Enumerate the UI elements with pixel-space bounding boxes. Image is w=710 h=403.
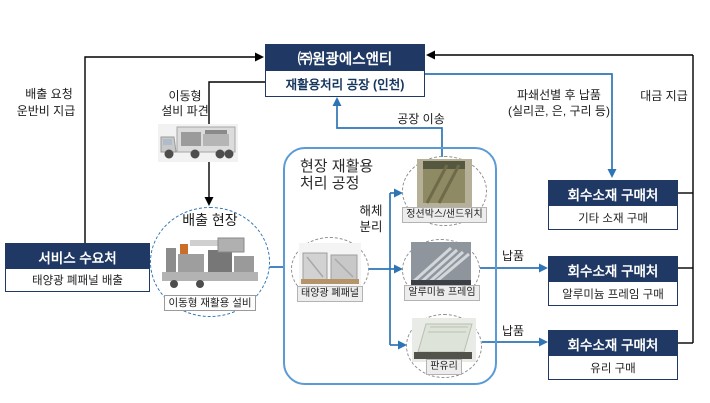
line-delivery-glass — [482, 337, 548, 347]
label-discharge-request: 배출 요청 — [25, 87, 73, 101]
waste-panel-label: 태양광 폐패널 — [297, 286, 363, 302]
label-factory-transfer: 공장 이송 — [397, 112, 445, 126]
wonkwang-subtitle: 재활용처리 공장 (인천) — [266, 71, 424, 96]
equipment-label-wrap: 이동형 재활용 설비 — [150, 295, 270, 311]
label-crush-delivery-line2: (실리콘, 은, 구리 등) — [508, 104, 610, 118]
plate-glass-label: 판유리 — [426, 359, 462, 375]
process-title-line1: 현장 재활용 — [300, 158, 374, 175]
process-title-line2: 처리 공정 — [300, 175, 360, 192]
waste-panel-image — [299, 243, 361, 287]
mobile-recycler-image — [162, 237, 258, 288]
node-buyer-aluminum: 회수소재 구매처 알루미늄 프레임 구매 — [548, 256, 678, 306]
plate-glass-label-wrap: 판유리 — [412, 359, 476, 375]
junction-label: 정션박스/샌드위치 — [402, 207, 487, 223]
node-junction-box — [402, 156, 487, 226]
node-process-container — [283, 147, 497, 385]
plate-glass-image — [412, 318, 476, 362]
discharge-site-title: 배출 현장 — [182, 212, 238, 228]
label-crush-delivery-line1: 파쇄선별 후 납품 — [517, 88, 601, 102]
line-delivery-aluminum — [480, 263, 548, 273]
service-title: 서비스 수요처 — [6, 244, 149, 269]
aluminum-frame-image — [411, 242, 471, 288]
node-wonkwang: ㈜원광에스앤티 재활용처리 공장 (인천) — [265, 44, 425, 97]
wonkwang-title: ㈜원광에스앤티 — [266, 45, 424, 71]
buyer-aluminum-subtitle: 알루미늄 프레임 구매 — [549, 282, 677, 305]
buyer-other-subtitle: 기타 소재 구매 — [549, 206, 677, 229]
waste-panel-label-wrap: 태양광 폐패널 — [287, 286, 373, 302]
buyer-other-title: 회수소재 구매처 — [549, 181, 677, 206]
aluminum-label-wrap: 알루미늄 프레임 — [396, 285, 488, 301]
label-dismantle-line1: 해체 — [359, 204, 383, 218]
line-dismantle-branch — [369, 188, 407, 350]
equipment-label: 이동형 재활용 설비 — [164, 295, 256, 311]
label-dispatch-line1: 이동형 — [168, 89, 202, 103]
node-buyer-glass: 회수소재 구매처 유리 구매 — [548, 330, 678, 380]
label-dismantle-line2: 분리 — [359, 220, 383, 234]
line-payment — [426, 50, 694, 344]
junction-label-wrap: 정션박스/샌드위치 — [396, 207, 493, 223]
node-service-demand: 서비스 수요처 태양광 폐패널 배출 — [5, 243, 150, 292]
aluminum-label: 알루미늄 프레임 — [404, 285, 480, 301]
label-payment: 대금 지급 — [640, 89, 688, 103]
service-subtitle: 태양광 폐패널 배출 — [6, 269, 149, 291]
label-delivery-glass: 납품 — [501, 324, 525, 338]
line-discharge-request — [84, 52, 264, 243]
buyer-aluminum-title: 회수소재 구매처 — [549, 257, 677, 282]
mobile-truck-image — [158, 124, 238, 162]
buyer-glass-subtitle: 유리 구매 — [549, 356, 677, 379]
label-delivery-aluminum: 납품 — [501, 249, 525, 263]
label-dispatch-line2: 설비 파견 — [161, 104, 209, 118]
line-crush-delivery — [425, 73, 617, 178]
buyer-glass-title: 회수소재 구매처 — [549, 331, 677, 356]
node-plate-glass — [406, 314, 482, 378]
junction-box-image — [417, 159, 472, 207]
label-transport-fee: 운반비 지급 — [16, 104, 76, 118]
line-factory-transfer — [332, 97, 443, 157]
node-buyer-other: 회수소재 구매처 기타 소재 구매 — [548, 180, 678, 230]
